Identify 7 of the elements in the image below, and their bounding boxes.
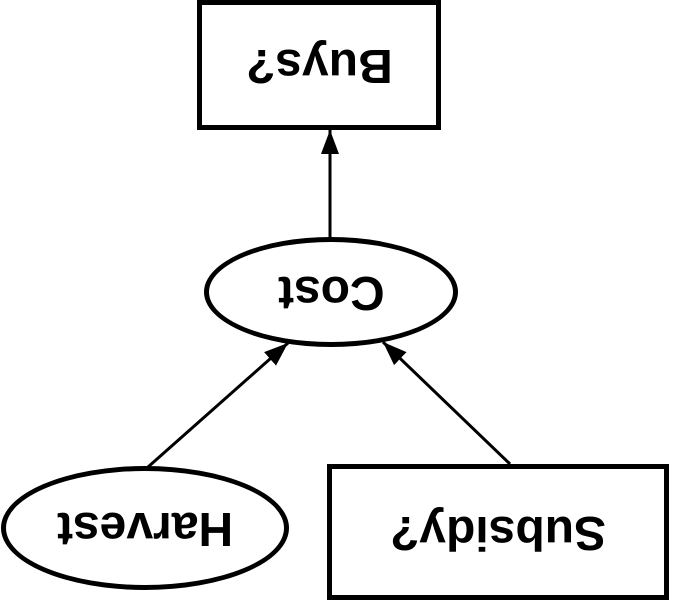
process-box (197, 0, 441, 130)
node-label: Cost (278, 264, 384, 320)
process-box (327, 464, 669, 600)
node-label: Harvest (56, 500, 234, 556)
node-label: Buys? (246, 38, 392, 92)
arrow (321, 130, 339, 237)
node-label: Subsidy? (390, 504, 606, 560)
